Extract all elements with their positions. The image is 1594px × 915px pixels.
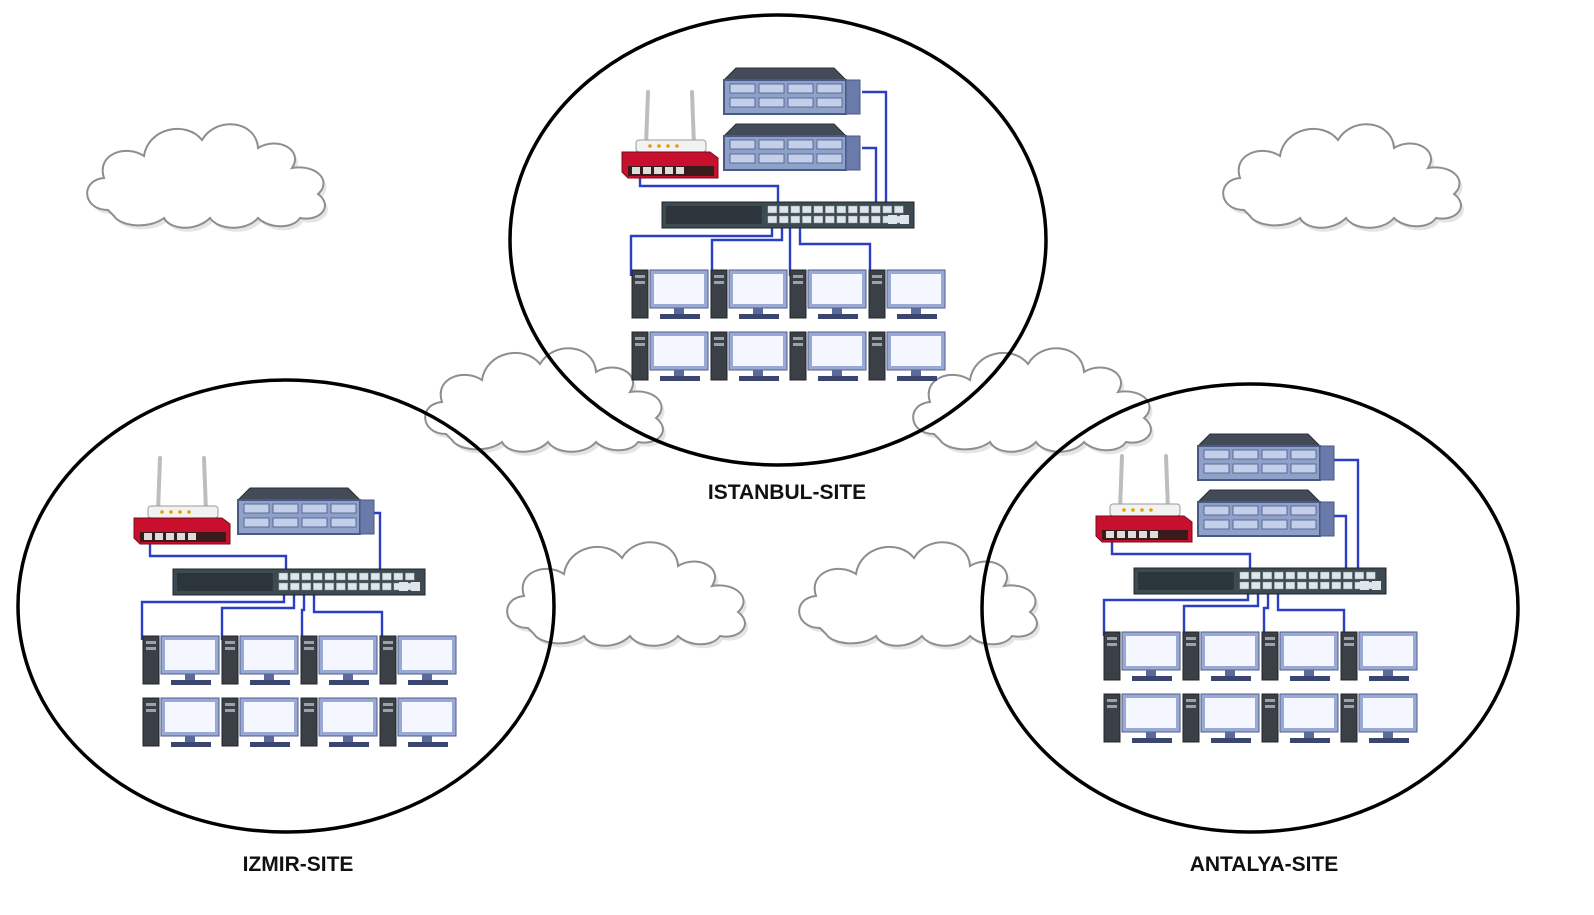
workstation-icon xyxy=(1182,631,1260,681)
cloud-icon xyxy=(506,541,748,650)
network-cable xyxy=(140,595,286,640)
cloud-icon xyxy=(912,347,1154,456)
site-boundary-istanbul xyxy=(508,13,1048,467)
cloud-icon xyxy=(1222,123,1464,232)
network-cable xyxy=(1182,594,1260,636)
network-cable xyxy=(710,226,784,276)
cloud-icon xyxy=(86,123,328,232)
workstation-icon xyxy=(1340,693,1418,743)
cloud-icon xyxy=(798,541,1040,650)
workstation-icon xyxy=(631,331,709,381)
workstation-icon xyxy=(631,269,709,319)
network-cable xyxy=(1276,594,1346,636)
workstation-icon xyxy=(1182,693,1260,743)
workstation-icon xyxy=(1103,693,1181,743)
network-cable xyxy=(300,595,306,640)
workstation-icon xyxy=(379,697,457,747)
workstation-icon xyxy=(300,635,378,685)
network-cable xyxy=(1262,594,1270,636)
server-icon xyxy=(1196,433,1335,481)
network-cable xyxy=(372,511,382,577)
wifi-router-icon xyxy=(133,456,231,545)
site-boundaries xyxy=(16,13,1520,834)
site-boundary-izmir xyxy=(16,378,556,834)
workstation-icon xyxy=(300,697,378,747)
workstation-icon xyxy=(710,269,788,319)
devices-layer xyxy=(133,67,1418,747)
workstation-icon xyxy=(868,269,946,319)
site-izmir xyxy=(133,456,457,747)
network-cable xyxy=(1334,514,1348,576)
workstation-icon xyxy=(142,697,220,747)
network-switch-icon xyxy=(1133,567,1387,595)
server-icon xyxy=(722,123,861,171)
network-cable xyxy=(798,226,872,276)
wifi-router-icon xyxy=(1095,454,1193,543)
workstation-icon xyxy=(1103,631,1181,681)
workstation-icon xyxy=(1261,693,1339,743)
network-cable xyxy=(1102,594,1250,636)
workstation-icon xyxy=(710,331,788,381)
site-label-izmir: IZMIR-SITE xyxy=(243,853,354,876)
server-icon xyxy=(722,67,861,115)
site-label-antalya: ANTALYA-SITE xyxy=(1190,853,1339,876)
wifi-router-icon xyxy=(621,90,719,179)
network-cable xyxy=(862,146,878,210)
workstation-icon xyxy=(221,635,299,685)
network-cable xyxy=(629,226,774,276)
workstation-icon xyxy=(142,635,220,685)
network-cable xyxy=(148,538,288,577)
network-cable xyxy=(1334,458,1360,576)
network-switch-icon xyxy=(661,201,915,229)
clouds-layer xyxy=(86,123,1464,650)
site-boundary-antalya xyxy=(980,382,1520,834)
network-cable xyxy=(312,595,384,640)
network-cable xyxy=(220,595,296,640)
workstation-icon xyxy=(1340,631,1418,681)
workstation-icon xyxy=(1261,631,1339,681)
server-icon xyxy=(1196,489,1335,537)
workstation-icon xyxy=(789,269,867,319)
network-cable xyxy=(1110,536,1252,576)
network-switch-icon xyxy=(172,568,426,596)
workstation-icon xyxy=(789,331,867,381)
workstation-icon xyxy=(221,697,299,747)
network-cable xyxy=(862,90,888,210)
workstation-icon xyxy=(379,635,457,685)
workstation-icon xyxy=(868,331,946,381)
server-icon xyxy=(236,487,375,535)
network-cable xyxy=(638,172,780,210)
site-label-istanbul: ISTANBUL-SITE xyxy=(708,481,866,504)
cloud-icon xyxy=(424,347,666,456)
site-istanbul xyxy=(621,67,946,381)
site-antalya xyxy=(1095,433,1418,743)
